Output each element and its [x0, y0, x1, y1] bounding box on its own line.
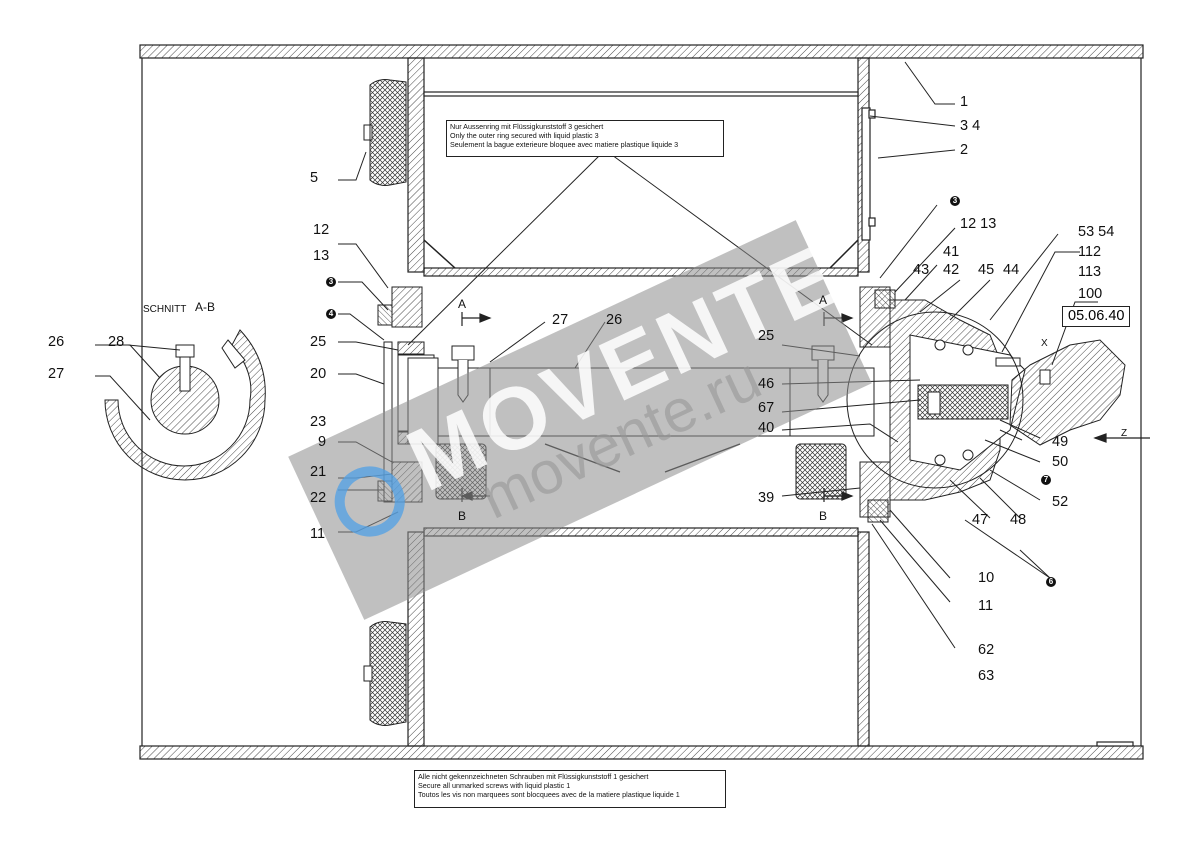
callout-7-right: 7 [1041, 475, 1051, 485]
part-label: 41 [943, 244, 960, 260]
part-label: 113 [1078, 264, 1102, 280]
part-label: 49 [1052, 434, 1069, 450]
revision-date-box: 05.06.40 [1062, 306, 1131, 327]
part-label: 47 [972, 512, 989, 528]
part-label: 25 [310, 334, 327, 350]
part-label: 50 [1052, 454, 1069, 470]
callout-3-left: 3 [326, 277, 336, 287]
part-label: 46 [758, 376, 775, 392]
note-top-line-fr: Seulement la bague exterieure bloquee av… [450, 140, 679, 149]
callout-4-left: 4 [326, 309, 336, 319]
part-label: 2 [960, 142, 969, 158]
note-bottom-line-en: Secure all unmarked screws with liquid p… [418, 781, 571, 790]
note-top-line-de: Nur Aussenring mit Flüssigkunststoff 3 g… [450, 122, 604, 131]
part-label: 11 [978, 598, 994, 614]
note-bottom: Alle nicht gekennzeichneten Schrauben mi… [414, 770, 726, 808]
part-label: 12 [313, 222, 330, 238]
part-label: 100 [1078, 286, 1103, 302]
part-label: 26 [48, 334, 65, 350]
part-label: 53 54 [1078, 224, 1115, 240]
part-label: 26 [606, 312, 623, 328]
note-bottom-line-fr: Toutos les vis non marquees sont blocque… [418, 790, 680, 799]
section-mark-b-left: B [458, 509, 467, 523]
part-label: 42 [943, 262, 960, 278]
callout-3-right: 3 [950, 196, 960, 206]
part-label: 63 [978, 668, 995, 684]
part-label: 27 [48, 366, 65, 382]
part-label: 21 [310, 464, 327, 480]
section-mark-a-left: A [458, 297, 467, 311]
part-label: 112 [1078, 244, 1102, 260]
swivel-arm [1009, 339, 1126, 446]
section-mark-b-right: B [819, 509, 828, 523]
roller-top [363, 79, 407, 186]
part-label: 43 [913, 262, 930, 278]
view-mark-z: Z [1121, 428, 1128, 439]
part-label: 10 [978, 570, 995, 586]
part-label: 9 [318, 434, 327, 450]
part-label: 20 [310, 366, 327, 382]
part-label: 3 4 [960, 118, 981, 134]
section-title-schnitt: SCHNITT [143, 304, 187, 315]
roller-bottom [363, 621, 407, 726]
part-label: 11 [310, 526, 326, 542]
callout-6-right: 6 [1046, 577, 1056, 587]
part-label: 23 [310, 414, 327, 430]
part-label: 5 [310, 170, 319, 186]
part-label: 44 [1003, 262, 1020, 278]
part-label: 28 [108, 334, 125, 350]
note-bottom-line-de: Alle nicht gekennzeichneten Schrauben mi… [418, 772, 649, 781]
right-bearing-housing [859, 286, 1026, 523]
section-mark-a-right: A [819, 293, 828, 307]
part-label: 40 [758, 420, 775, 436]
view-mark-x: X [1041, 338, 1048, 349]
part-label: 12 13 [960, 216, 997, 232]
part-label: 22 [310, 490, 327, 506]
part-label: 67 [758, 400, 775, 416]
part-label: 13 [313, 248, 330, 264]
part-label: 48 [1010, 512, 1027, 528]
note-top: Nur Aussenring mit Flüssigkunststoff 3 g… [446, 120, 724, 157]
shaft [407, 345, 875, 500]
part-label: 52 [1052, 494, 1069, 510]
part-label: 62 [978, 642, 995, 658]
section-title-ab: A-B [195, 300, 216, 314]
section-view-ab [104, 329, 266, 481]
part-label: 39 [758, 490, 775, 506]
part-label: 45 [978, 262, 995, 278]
part-label: 1 [960, 94, 969, 110]
part-label: 25 [758, 328, 775, 344]
part-label: 27 [552, 312, 569, 328]
note-top-line-en: Only the outer ring secured with liquid … [450, 131, 599, 140]
